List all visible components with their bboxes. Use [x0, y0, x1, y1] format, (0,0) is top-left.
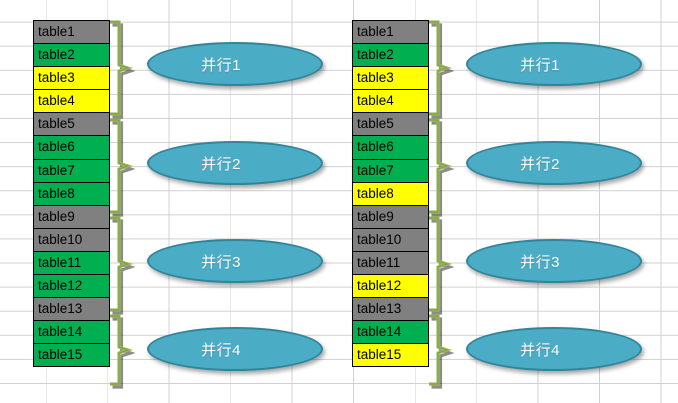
- ellipse-label: 并行4: [201, 341, 241, 359]
- ellipse-label: 并行1: [201, 56, 241, 74]
- table-cell[interactable]: table7: [33, 158, 110, 183]
- ellipse-parallel-1[interactable]: 并行1: [147, 42, 323, 86]
- table-cell[interactable]: table8: [33, 181, 110, 206]
- table-cell[interactable]: table1: [33, 20, 110, 45]
- table-cell[interactable]: table15: [33, 343, 110, 368]
- table-cell[interactable]: table9: [352, 204, 429, 229]
- brace-group-3: [427, 215, 461, 321]
- table-cell[interactable]: table8: [352, 181, 429, 206]
- ellipse-label: 并行4: [520, 341, 560, 359]
- table-cell[interactable]: table15: [352, 343, 429, 368]
- table-cell[interactable]: table12: [352, 274, 429, 299]
- table-cell[interactable]: table1: [352, 20, 429, 45]
- table-cell[interactable]: table10: [33, 227, 110, 252]
- table-cell[interactable]: table14: [33, 320, 110, 345]
- table-cell[interactable]: table12: [33, 274, 110, 299]
- ellipse-label: 并行2: [201, 155, 241, 173]
- ellipse-label: 并行3: [201, 253, 241, 271]
- table-cell[interactable]: table3: [33, 66, 110, 91]
- ellipse-parallel-2[interactable]: 并行2: [466, 141, 642, 185]
- table-cell[interactable]: table6: [33, 135, 110, 160]
- table-cell[interactable]: table2: [352, 43, 429, 68]
- brace-group-1: [427, 19, 461, 125]
- brace-group-2: [108, 117, 142, 223]
- ellipse-parallel-3[interactable]: 并行3: [466, 239, 642, 283]
- table-cell[interactable]: table9: [33, 204, 110, 229]
- ellipse-label: 并行3: [520, 253, 560, 271]
- table-cell[interactable]: table2: [33, 43, 110, 68]
- table-cell[interactable]: table7: [352, 158, 429, 183]
- ellipse-label: 并行1: [520, 56, 560, 74]
- table-cell[interactable]: table5: [33, 112, 110, 137]
- table-cell[interactable]: table13: [352, 297, 429, 322]
- brace-group-4: [108, 313, 142, 395]
- table-cell[interactable]: table4: [352, 89, 429, 114]
- table-cell[interactable]: table14: [352, 320, 429, 345]
- table-cell[interactable]: table11: [33, 250, 110, 276]
- brace-group-1: [108, 19, 142, 125]
- ellipse-parallel-3[interactable]: 并行3: [147, 239, 323, 283]
- ellipse-label: 并行2: [520, 155, 560, 173]
- table-cell[interactable]: table6: [352, 135, 429, 160]
- ellipse-parallel-4[interactable]: 并行4: [466, 327, 642, 371]
- table-cell[interactable]: table11: [352, 250, 429, 276]
- ellipse-parallel-4[interactable]: 并行4: [147, 327, 323, 371]
- table-cell[interactable]: table5: [352, 112, 429, 137]
- table-cell[interactable]: table10: [352, 227, 429, 252]
- table-cell[interactable]: table3: [352, 66, 429, 91]
- brace-group-3: [108, 215, 142, 321]
- table-cell[interactable]: table13: [33, 297, 110, 322]
- brace-group-4: [427, 313, 461, 395]
- table-cell[interactable]: table4: [33, 89, 110, 114]
- ellipse-parallel-1[interactable]: 并行1: [466, 42, 642, 86]
- ellipse-parallel-2[interactable]: 并行2: [147, 141, 323, 185]
- brace-group-2: [427, 117, 461, 223]
